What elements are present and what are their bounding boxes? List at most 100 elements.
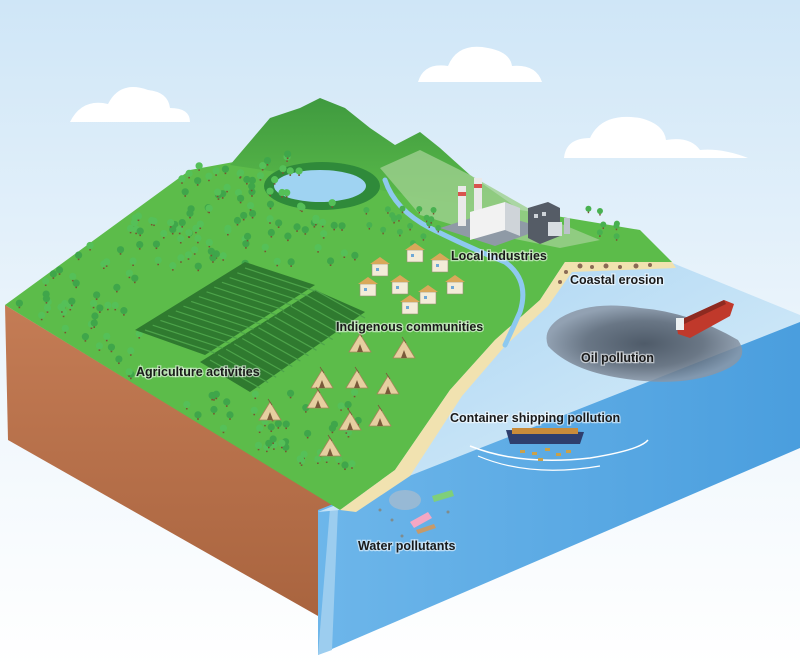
tree-icon [134, 212, 143, 222]
tree-icon [243, 175, 251, 185]
tree-icon [223, 398, 231, 407]
tree-icon [236, 169, 245, 178]
tree-icon [263, 156, 272, 166]
tree-icon [266, 200, 275, 210]
tree-icon [219, 424, 228, 434]
tree-icon [68, 297, 76, 307]
tree-icon [248, 209, 257, 219]
crop-row [206, 291, 277, 316]
tree-icon [416, 205, 423, 214]
tree-icon [266, 215, 274, 224]
tree-icon [428, 216, 435, 224]
house-icon [405, 243, 425, 263]
tree-icon [314, 455, 322, 464]
tree-icon [103, 258, 111, 267]
tree-icon [75, 251, 83, 261]
tree-icon [152, 240, 161, 250]
tree-icon [194, 234, 202, 244]
tree-icon [256, 172, 265, 181]
tree-icon [90, 319, 98, 328]
tree-icon [278, 188, 286, 198]
tree-icon [136, 227, 144, 237]
tree-icon [184, 251, 193, 260]
tree-icon [150, 217, 158, 227]
tree-icon [207, 247, 215, 257]
tree-icon [261, 243, 269, 253]
tree-icon [15, 299, 23, 309]
tree-icon [126, 224, 135, 234]
tree-icon [312, 216, 320, 226]
tree-icon [96, 304, 104, 313]
tree-icon [337, 402, 345, 411]
tree-icon [284, 150, 292, 160]
tree-icon [286, 167, 294, 176]
tree-icon [58, 304, 66, 313]
tree-icon [319, 218, 327, 228]
tree-icon [205, 238, 213, 248]
tree-icon [351, 251, 359, 261]
crop-row [217, 354, 269, 384]
tree-icon [251, 390, 259, 400]
tree-icon [61, 324, 69, 334]
tree-icon [129, 257, 137, 267]
tree-icon [93, 291, 101, 300]
tree-icon [301, 226, 309, 235]
tree-icon [103, 332, 111, 342]
cloud-icon [70, 87, 190, 122]
teepee-icon [368, 404, 392, 427]
cloud-icon [418, 46, 542, 82]
sea-edge-highlight [318, 508, 338, 655]
tree-icon [585, 205, 592, 214]
tree-icon [348, 460, 356, 469]
tree-icon [115, 355, 123, 365]
indigenous-houses [358, 243, 465, 315]
tree-icon [326, 257, 335, 266]
tree-icon [69, 272, 77, 282]
tree-icon [363, 207, 370, 215]
tree-icon [130, 219, 139, 228]
tree-icon [236, 194, 245, 204]
tree-icon [350, 388, 359, 398]
crop-row [274, 316, 325, 346]
crop-row [298, 300, 350, 330]
tree-icon [395, 214, 402, 222]
tree-icon [107, 343, 116, 353]
river [382, 177, 526, 348]
teepee-icon [345, 366, 369, 389]
tree-icon [95, 342, 104, 351]
forest [15, 150, 620, 471]
crop-row [242, 337, 293, 367]
tree-icon [195, 162, 203, 171]
tree-icon [273, 257, 281, 267]
tree-icon [335, 455, 343, 465]
tree-icon [127, 347, 135, 356]
tree-icon [169, 225, 177, 235]
tree-icon [391, 216, 398, 224]
teepee-camp [258, 330, 416, 457]
tree-icon [205, 172, 213, 182]
crop-row [282, 311, 333, 341]
house-icon [370, 257, 390, 277]
tree-icon [596, 208, 603, 216]
house-icon [358, 277, 378, 297]
tree-icon [226, 411, 234, 420]
tree-icon [177, 254, 185, 263]
tree-icon [338, 222, 346, 231]
tree-icon [380, 226, 387, 235]
tree-icon [205, 204, 213, 214]
cloud-icon [564, 116, 748, 158]
tree-icon [223, 183, 231, 193]
tree-icon [81, 333, 89, 342]
tree-icon [178, 218, 186, 228]
tree-icon [302, 404, 310, 413]
tree-icon [221, 165, 230, 175]
tree-icon [194, 262, 202, 272]
crop-row [198, 296, 270, 321]
label-local-industries: Local industries [451, 249, 547, 263]
tree-icon [186, 209, 194, 219]
tree-icon [233, 216, 242, 226]
crop-row [250, 332, 301, 362]
tree-icon [274, 420, 282, 429]
